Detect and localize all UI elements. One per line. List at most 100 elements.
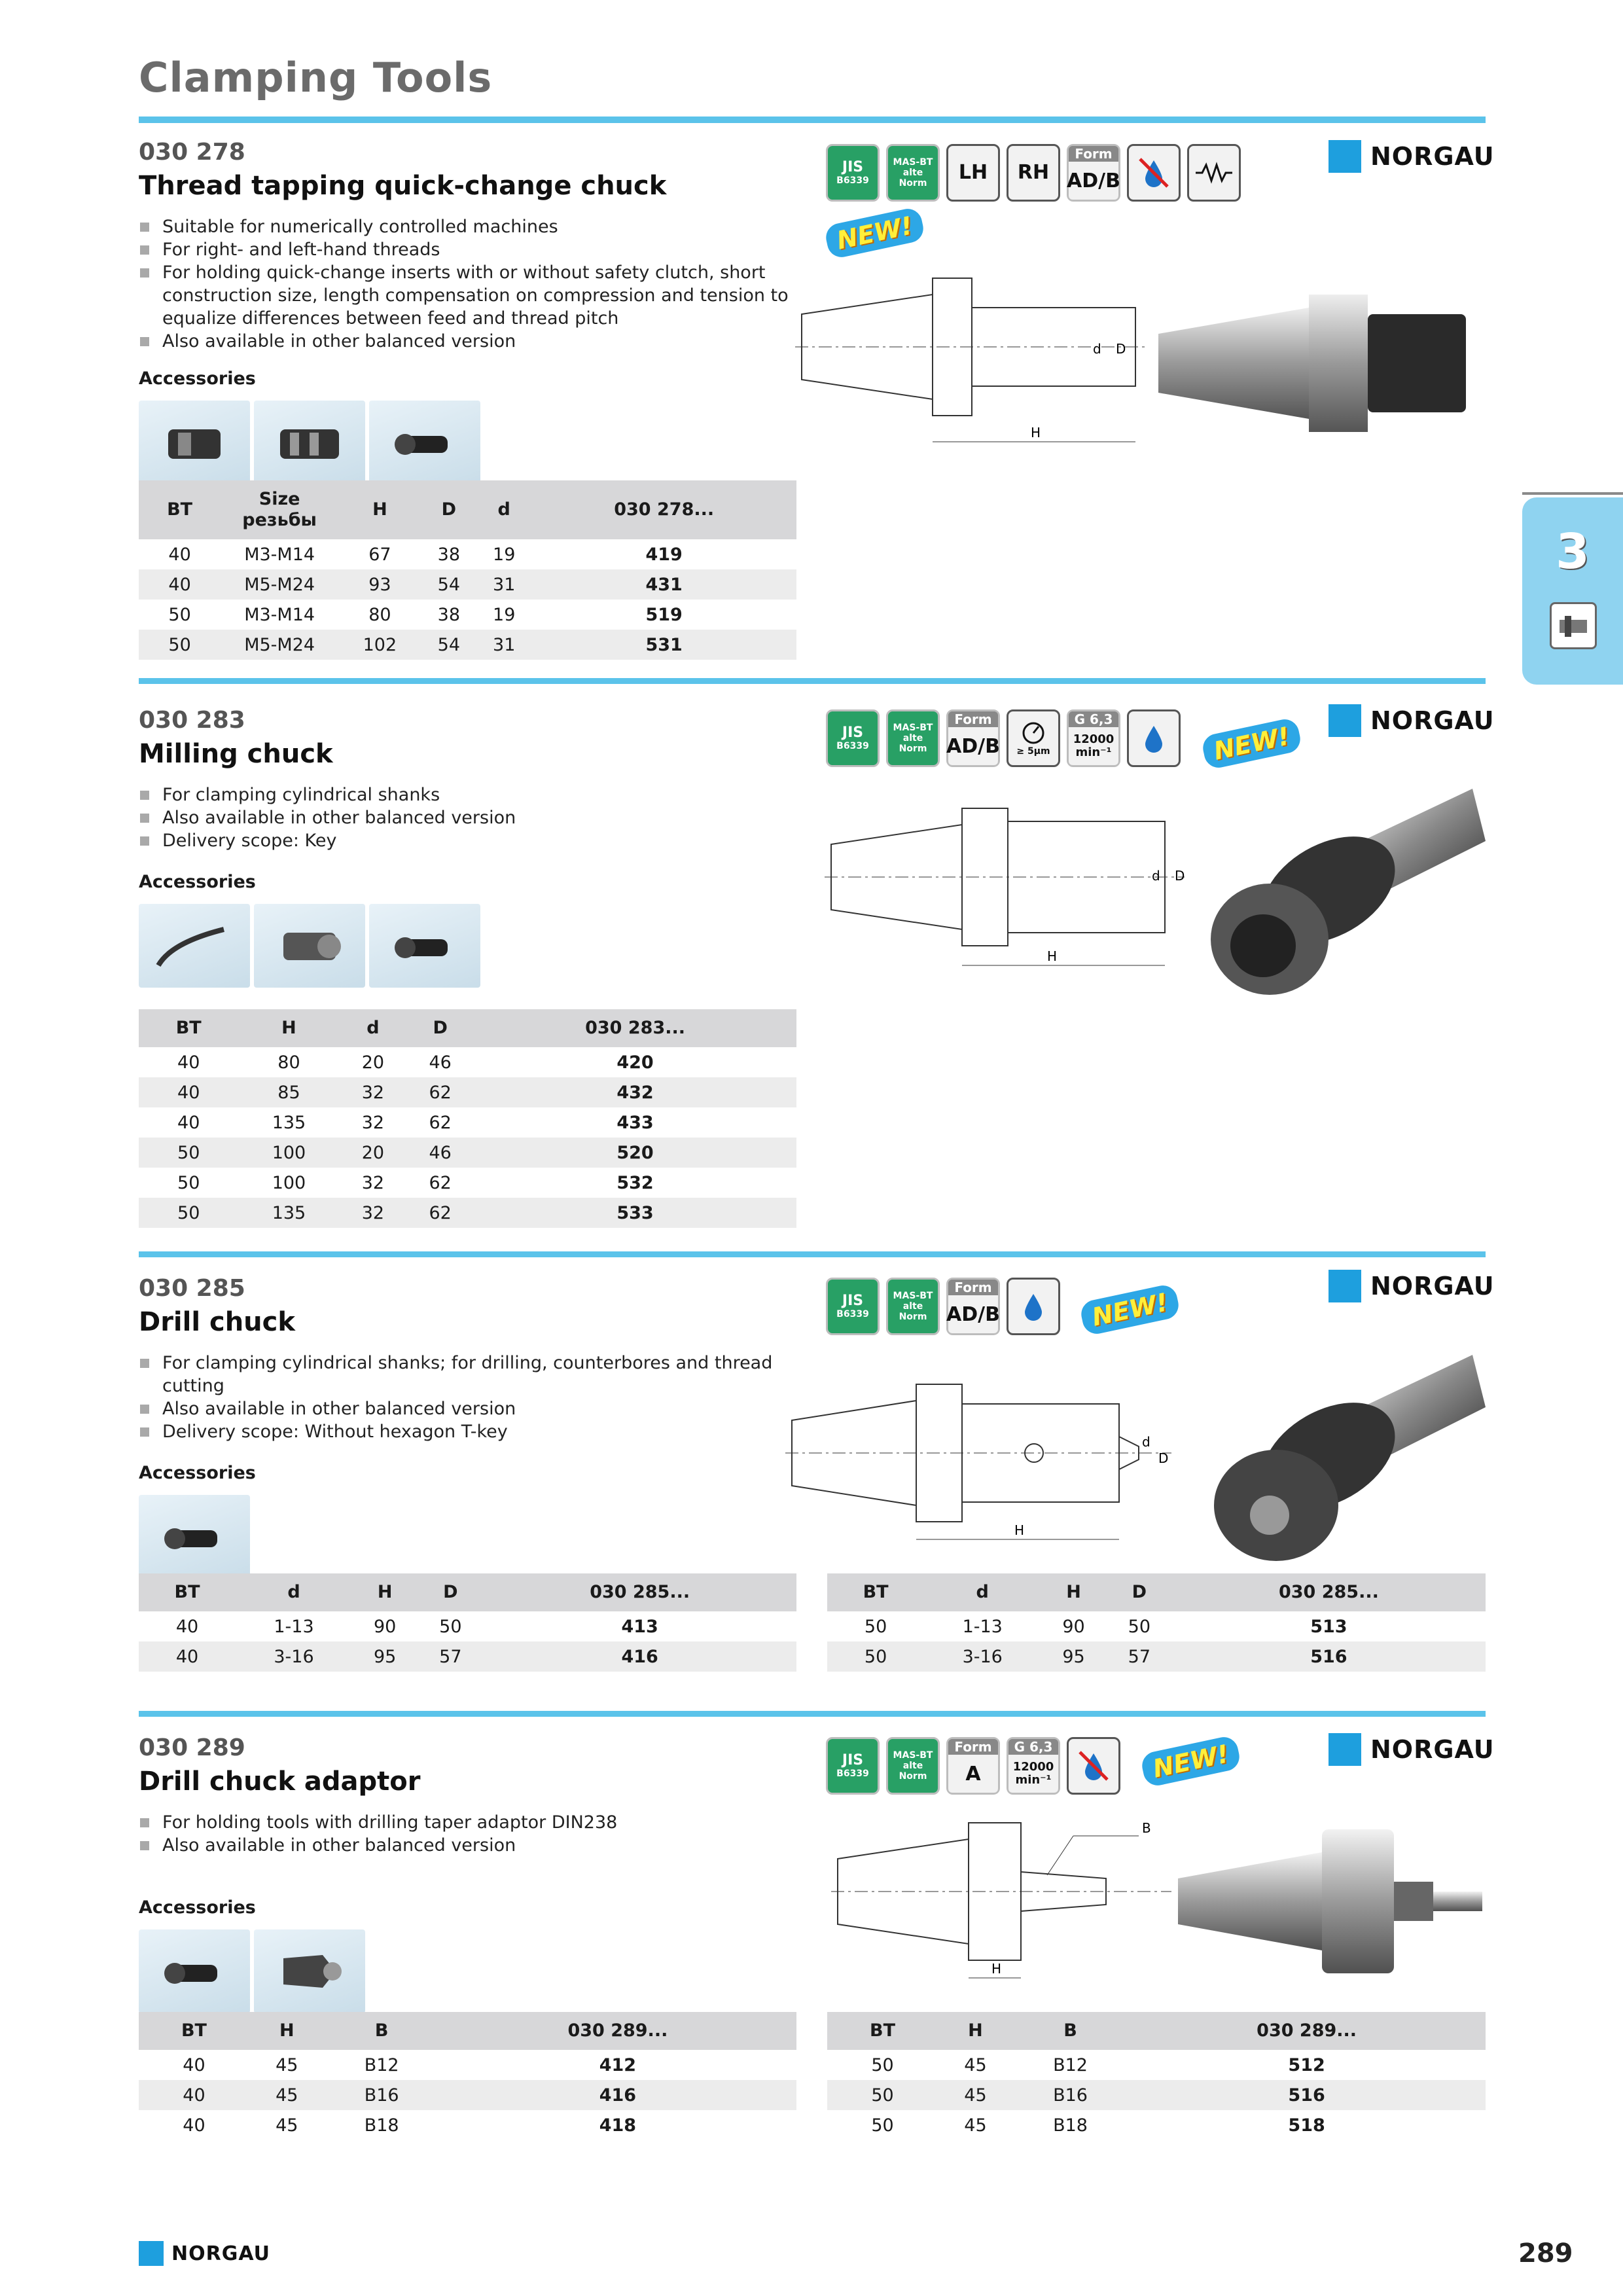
article-number-cell[interactable]: 533 <box>474 1198 796 1228</box>
dim-label-h: H <box>1031 425 1041 440</box>
article-number-cell[interactable]: 412 <box>599 2054 637 2075</box>
article-number-cell[interactable]: 420 <box>616 1052 654 1073</box>
norgau-logo-text: NORGAU <box>1370 1272 1495 1300</box>
article-number-cell[interactable]: 418 <box>599 2115 637 2136</box>
cell: M3-M14 <box>244 604 315 625</box>
article-number-cell[interactable]: 532 <box>616 1172 654 1193</box>
cell: 50 <box>177 1172 200 1193</box>
section-030-278: 030 278 Thread tapping quick-change chuc… <box>139 139 1486 484</box>
dim-label-d-outer: D <box>1158 1450 1168 1466</box>
right-hand-icon: RH <box>1007 144 1060 202</box>
cell: B16 <box>324 2080 439 2110</box>
article-number-cell[interactable]: 433 <box>616 1112 654 1133</box>
cell: 100 <box>238 1138 340 1168</box>
article-number-cell[interactable]: 516 <box>1128 2080 1486 2110</box>
cell: 102 <box>338 630 421 660</box>
article-number-cell[interactable]: 531 <box>531 630 796 660</box>
article-number-cell[interactable]: 432 <box>474 1077 796 1107</box>
article-number-cell[interactable]: 431 <box>531 569 796 600</box>
product-photo <box>1211 789 1486 995</box>
cell: 54 <box>421 569 477 600</box>
col-header: BT <box>827 2012 938 2050</box>
norgau-logo-text: NORGAU <box>1370 1735 1495 1764</box>
cell: M5-M24 <box>221 569 339 600</box>
product-photo <box>1158 295 1466 432</box>
cell: 40 <box>183 2054 205 2075</box>
article-number-cell[interactable]: 520 <box>474 1138 796 1168</box>
article-number-cell[interactable]: 519 <box>645 604 683 625</box>
accessory-hook-wrench-image[interactable] <box>139 904 250 988</box>
article-number-cell[interactable]: 419 <box>645 544 683 565</box>
article-number-cell[interactable]: 416 <box>438 2080 796 2110</box>
technical-drawing: H d D <box>795 278 1149 442</box>
article-name: Drill chuck <box>139 1307 295 1337</box>
feature-item: For right- and left-hand threads <box>139 238 793 261</box>
cell: 50 <box>168 604 191 625</box>
technical-drawing: H d D <box>785 1384 1171 1540</box>
table-header-row: BT Size резьбы H D d 030 278... <box>139 480 796 539</box>
cell: 40 <box>168 544 191 565</box>
cell: 95 <box>351 1641 418 1672</box>
col-header: D <box>1106 1573 1172 1611</box>
cell: 135 <box>272 1112 306 1133</box>
accessory-clutch-insert-image[interactable] <box>254 401 365 484</box>
accessory-pull-stud-image[interactable] <box>139 1929 250 2013</box>
cell: 45 <box>276 2115 298 2136</box>
col-header: H <box>238 1009 340 1047</box>
col-header: d <box>339 1009 407 1047</box>
accessory-pull-stud-image[interactable] <box>369 904 480 988</box>
col-header: 030 289... <box>1128 2012 1486 2050</box>
cell: 38 <box>437 604 461 625</box>
article-number-cell[interactable]: 413 <box>621 1616 658 1637</box>
accessory-drill-chuck-image[interactable] <box>254 1929 365 2013</box>
chapter-tab-number: 3 <box>1556 524 1590 580</box>
table-header-row: BT H B 030 289... <box>827 2012 1486 2050</box>
feature-item: Delivery scope: Without hexagon T-key <box>139 1420 826 1443</box>
cell: 62 <box>429 1112 452 1133</box>
dim-label-h: H <box>1047 948 1057 964</box>
cell: 32 <box>339 1198 407 1228</box>
article-number-cell[interactable]: 513 <box>1310 1616 1347 1637</box>
article-number-cell[interactable]: 416 <box>483 1641 796 1672</box>
feature-item: For clamping cylindrical shanks <box>139 783 793 806</box>
col-header: BT <box>139 1009 239 1047</box>
article-code: 030 285 <box>139 1275 245 1302</box>
article-number-cell[interactable]: 518 <box>1288 2115 1325 2136</box>
accessory-collet-image[interactable] <box>254 904 365 988</box>
article-name: Milling chuck <box>139 739 333 769</box>
accessories-label: Accessories <box>139 1897 256 1918</box>
accessory-pull-stud-image[interactable] <box>139 1495 250 1579</box>
cell: 20 <box>361 1052 385 1073</box>
norgau-logo-square <box>1329 704 1361 737</box>
cell: 3-16 <box>236 1641 352 1672</box>
cell: 40 <box>139 2080 249 2110</box>
cell: B18 <box>1053 2115 1088 2136</box>
feature-item: For holding quick-change inserts with or… <box>139 261 793 330</box>
article-number-cell[interactable]: 512 <box>1288 2054 1325 2075</box>
norgau-logo-square <box>1329 1270 1361 1302</box>
accessory-insert-image[interactable] <box>139 401 250 484</box>
accessory-pull-stud-image[interactable] <box>369 401 480 484</box>
cell: 67 <box>368 544 391 565</box>
article-number-cell[interactable]: 516 <box>1171 1641 1486 1672</box>
col-header: d <box>236 1573 352 1611</box>
chapter-tab[interactable] <box>1522 497 1623 685</box>
